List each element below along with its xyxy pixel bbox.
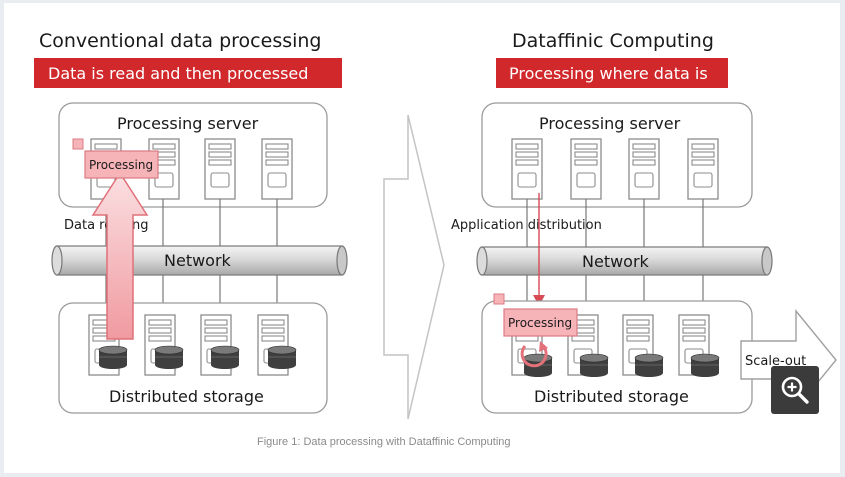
right-title: Dataffinic Computing: [512, 30, 714, 52]
right-server-3: [628, 138, 660, 200]
dataffinic-diagram: Conventional data processing Data is rea…: [34, 30, 837, 448]
zoom-button[interactable]: [771, 366, 819, 414]
left-banner-text: Data is read and then processed: [48, 64, 308, 83]
figure-caption: Figure 1: Data processing with Dataffini…: [257, 436, 511, 448]
right-banner-text: Processing where data is: [509, 64, 708, 83]
right-server-box: [481, 102, 753, 208]
left-server-3: [204, 138, 236, 200]
right-server-label: Processing server: [539, 114, 681, 133]
right-server-4: [687, 138, 719, 200]
zoom-in-icon: [781, 376, 809, 404]
left-storage-label: Distributed storage: [109, 387, 264, 406]
figure-frame: Conventional data processing Data is rea…: [4, 3, 840, 473]
left-banner: [34, 58, 342, 88]
transition-arrow: [383, 114, 445, 420]
data-reading-arrow: [91, 171, 149, 340]
local-processing-cycle-icon: [520, 341, 548, 368]
right-arrow-label: Application distribution: [451, 218, 602, 233]
left-processing-tag: [84, 150, 159, 179]
left-network-label: Network: [164, 251, 232, 270]
scale-out-label: Scale-out: [745, 354, 806, 369]
left-processing-tag-text: Processing: [89, 158, 153, 172]
right-network-pipe: [476, 246, 773, 276]
right-processing-tag-text: Processing: [508, 316, 572, 330]
left-network-pipe: [51, 245, 348, 276]
left-title: Conventional data processing: [39, 30, 322, 52]
left-server-label: Processing server: [117, 114, 259, 133]
right-processing-tag: [503, 308, 578, 337]
right-network-label: Network: [582, 252, 650, 271]
right-server-1: [511, 138, 543, 200]
right-banner: [496, 58, 728, 88]
left-server-4: [261, 138, 293, 200]
right-server-2: [570, 138, 602, 200]
right-storage-label: Distributed storage: [534, 387, 689, 406]
